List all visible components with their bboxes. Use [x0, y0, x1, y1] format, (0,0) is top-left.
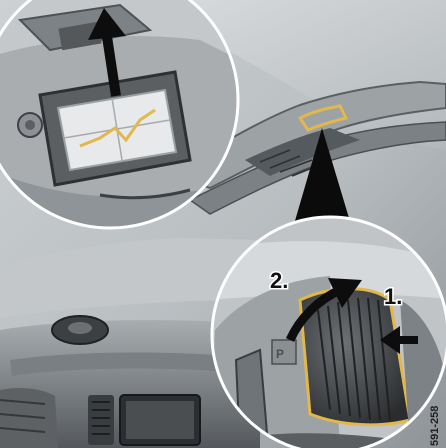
step-label-1: 1.: [384, 284, 402, 309]
center-vents: [88, 395, 114, 445]
figure-code: 591-258: [429, 406, 441, 446]
svg-text:P: P: [276, 347, 284, 361]
step-label-2: 2.: [270, 268, 288, 293]
